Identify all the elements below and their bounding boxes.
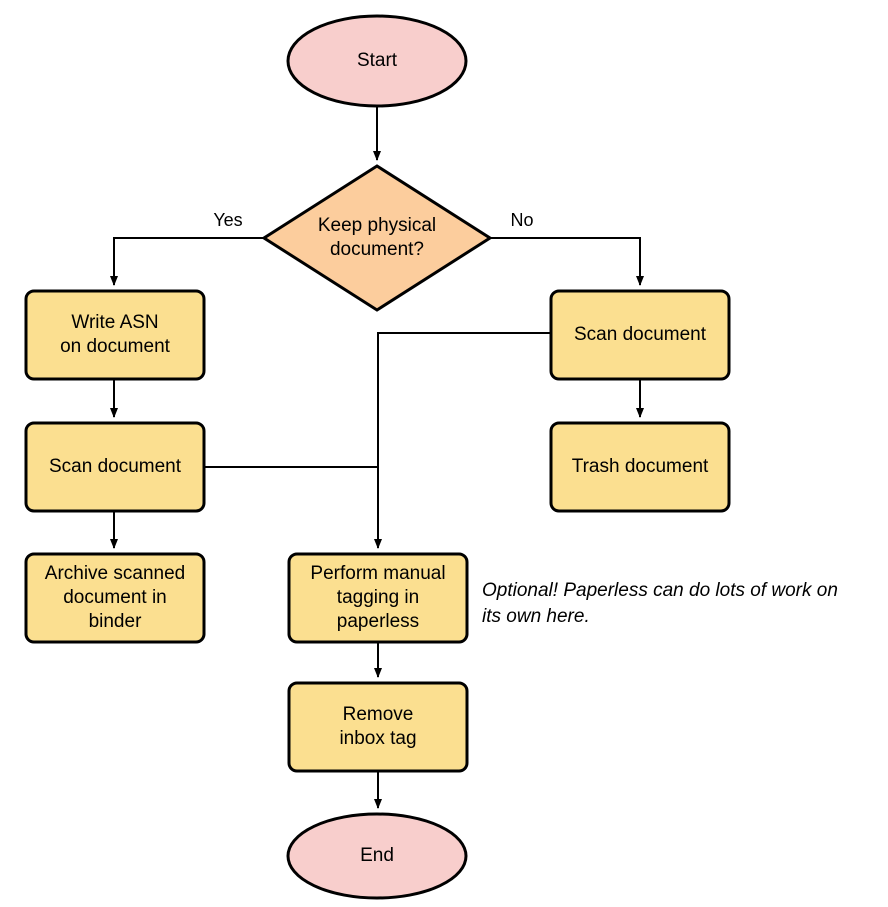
node-shape-rect (287, 552, 469, 644)
edge-decision-no-to-scan-right: No (490, 210, 644, 286)
edge-scan-right-to-manual-tagging (374, 332, 551, 549)
node-scan-right[interactable]: Scan document (549, 289, 731, 381)
node-shape-diamond (261, 164, 493, 312)
edge-decision-yes-to-write-asn: Yes (110, 210, 264, 286)
node-end[interactable]: End (286, 812, 468, 900)
edges-layer: Yes No (110, 106, 644, 809)
node-trash[interactable]: Trash document (549, 421, 731, 513)
node-shape-rect (24, 421, 206, 513)
node-label-start: Start (357, 50, 398, 71)
annotations-layer: Optional! Paperless can do lots of work … (482, 580, 838, 627)
node-label-trash: Trash document (572, 456, 709, 477)
node-start[interactable]: Start (286, 14, 468, 108)
edge-path (374, 332, 551, 549)
node-shape-ellipse (286, 14, 468, 108)
node-scan-left[interactable]: Scan document (24, 421, 206, 513)
edge-label-decision-no-to-scan-right: No (510, 210, 533, 230)
node-shape-rect (549, 289, 731, 381)
node-shape-rect (24, 289, 206, 381)
edge-path (110, 237, 264, 286)
node-shape-rect (287, 681, 469, 773)
node-shape-rect (549, 421, 731, 513)
edge-label-decision-yes-to-write-asn: Yes (213, 210, 242, 230)
node-shape-ellipse (286, 812, 468, 900)
edge-path (490, 237, 644, 286)
annotation-optional-note: Optional! Paperless can do lots of work … (482, 580, 838, 627)
node-shape-rect (24, 552, 206, 644)
node-label-scan-left: Scan document (49, 456, 182, 477)
node-label-end: End (360, 845, 394, 866)
node-label-scan-right: Scan document (574, 324, 707, 345)
